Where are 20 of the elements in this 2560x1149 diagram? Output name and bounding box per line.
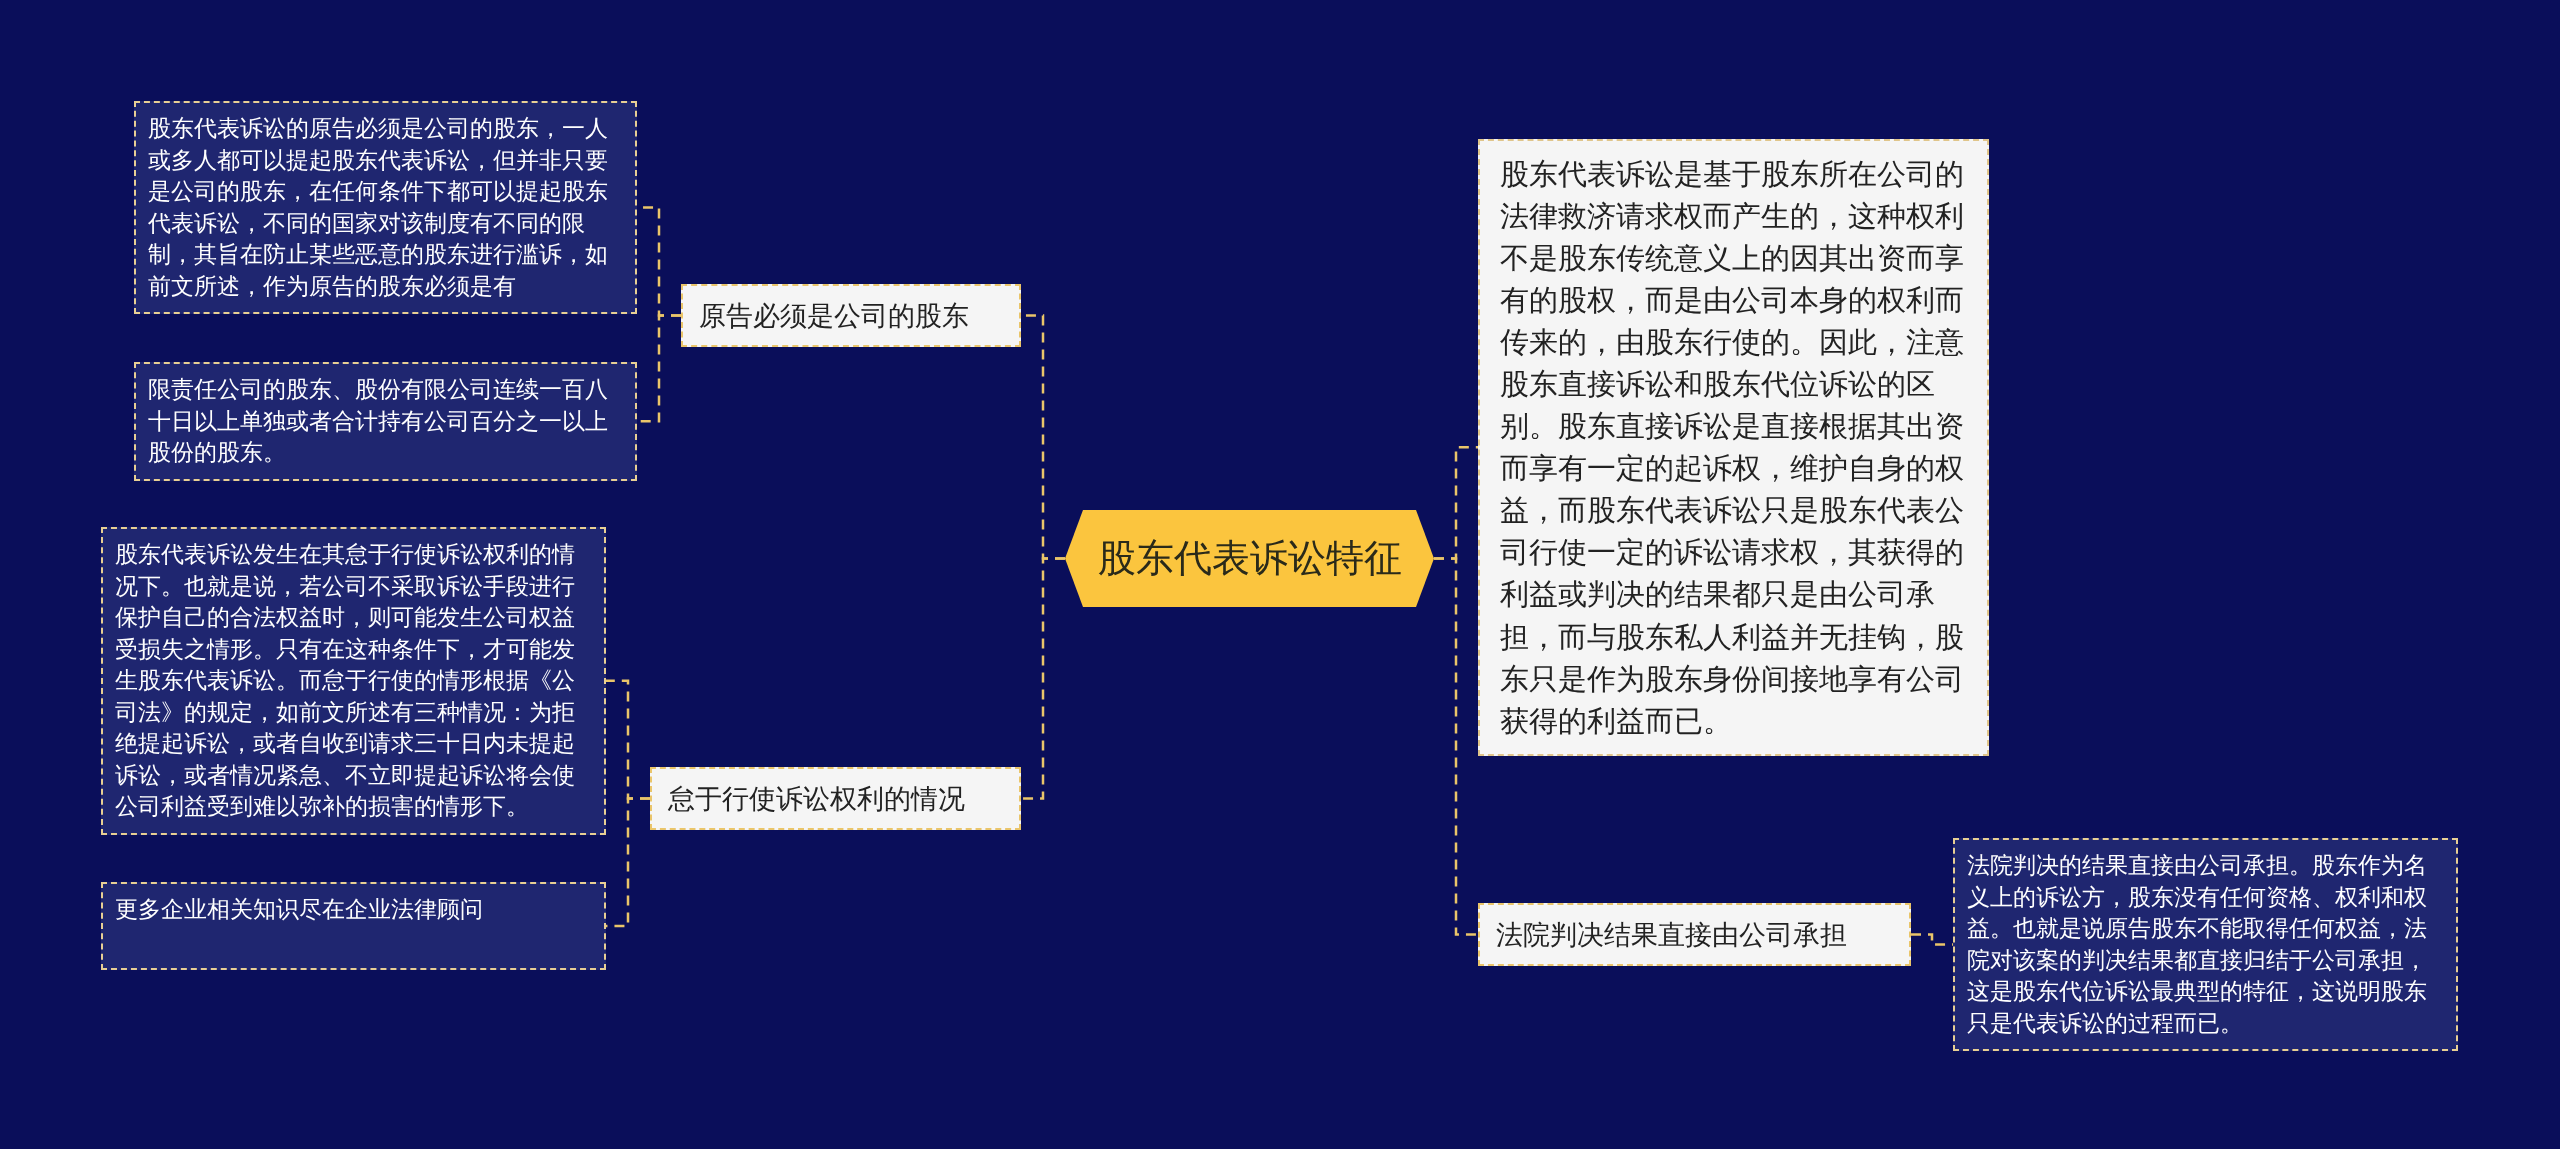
note-text: 更多企业相关知识尽在企业法律顾问 xyxy=(115,895,484,924)
note-box xyxy=(101,527,606,835)
subtopic-box xyxy=(1478,903,1911,967)
subtopic-box xyxy=(681,284,1021,348)
subtopic-text: 原告必须是公司的股东 xyxy=(699,299,970,333)
connector-line xyxy=(1434,557,1478,936)
note-box xyxy=(101,882,606,970)
note-text: 股东代表诉讼是基于股东所在公司的法律救济请求权而产生的，这种权利不是股东传统意义上的因其出资而享有的股权，而是由公司本身的权利而传来的，由股东行使的。因此，注意股东直接诉讼和股东代位诉讼的区别。股东直接诉讼是直接根据其出资而享有一定的起诉权，维护自身的权益，而股东代表诉讼只是股东代表公司行使一定的诉讼请求权，其获得的利益或判决的结果都只是由公司承担，而与股东私人利益并无挂钩，股东只是作为股东身份间接地享有公司获得的利益而已。 xyxy=(1500,156,1965,740)
subtopic-text: 法院判决结果直接由公司承担 xyxy=(1496,918,1848,952)
note-text: 限责任公司的股东、股份有限公司连续一百八十日以上单独或者合计持有公司百分之一以上股份的股东。 xyxy=(148,375,609,467)
note-box xyxy=(134,362,637,481)
note-text: 股东代表诉讼的原告必须是公司的股东，一人或多人都可以提起股东代表诉讼，但并非只要是公司的股东，在任何条件下都可以提起股东代表诉讼，不同的国家对该制度有不同的限制，其旨在防止某些恶意的股东进行滥诉，如前文所述，作为原告的股东必须是有 xyxy=(148,114,609,301)
topic-title: 股东代表诉讼特征 xyxy=(1097,535,1402,582)
note-text: 股东代表诉讼发生在其怠于行使诉讼权利的情况下。也就是说，若公司不采取诉讼手段进行保护自己的合法权益时，则可能发生公司权益受损失之情形。只有在这种条件下，才可能发生股东代表诉讼。而怠于行使的情形根据《公司法》的规定，如前文所述有三种情况：为拒绝提起诉讼，或者自收到请求三十日内未提起诉讼，或者情况紧急、不立即提起诉讼将会使公司利益受到难以弥补的损害的情形下。 xyxy=(115,540,576,821)
connector-line xyxy=(1021,557,1065,800)
subtopic-box xyxy=(650,767,1021,831)
note-text: 法院判决的结果直接由公司承担。股东作为名义上的诉讼方，股东没有任何资格、权利和权益。也就是说原告股东不能取得任何权益，法院对该案的判决结果都直接归结于公司承担，这是股东代位诉讼最典型的特征，这说明股东只是代表诉讼的过程而已。 xyxy=(1967,851,2428,1038)
note-box xyxy=(1953,838,2458,1051)
note-box xyxy=(134,101,637,314)
subtopic-text: 怠于行使诉讼权利的情况 xyxy=(668,782,966,816)
